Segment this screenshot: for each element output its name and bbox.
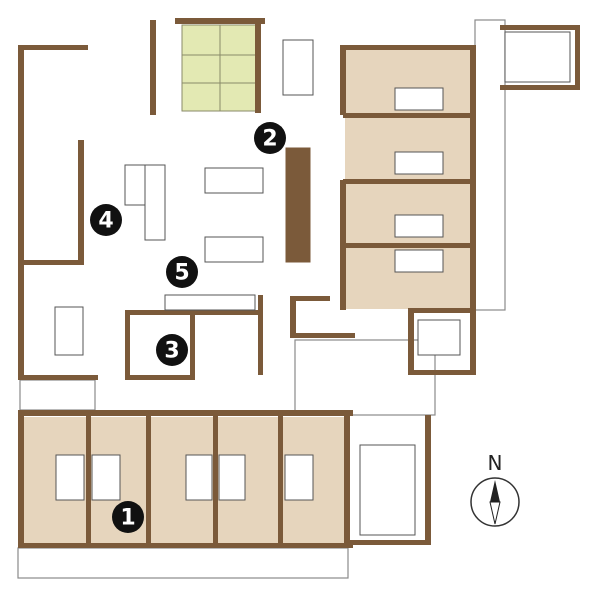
walls [18, 18, 580, 548]
corridor [294, 339, 436, 416]
marker-1: 1 [112, 501, 144, 533]
marker-5: 5 [166, 256, 198, 288]
south-balcony [17, 547, 349, 579]
marker-1-label: 1 [120, 506, 135, 531]
exterior-stairs [504, 31, 571, 83]
furniture [54, 31, 571, 536]
marker-5-label: 5 [174, 261, 189, 286]
marker-3: 3 [156, 334, 188, 366]
marker-3-label: 3 [164, 339, 179, 364]
marker-4: 4 [90, 204, 122, 236]
marker-2: 2 [254, 122, 286, 154]
marker-4-label: 4 [98, 209, 113, 234]
stairwell [359, 444, 416, 536]
east-guest-rooms [345, 47, 473, 309]
compass: N [470, 451, 520, 527]
marker-2-label: 2 [262, 127, 277, 152]
west-walkway [19, 379, 96, 411]
tatami-room [181, 24, 259, 112]
compass-north-label: N [488, 451, 503, 475]
east-balcony [474, 19, 506, 311]
